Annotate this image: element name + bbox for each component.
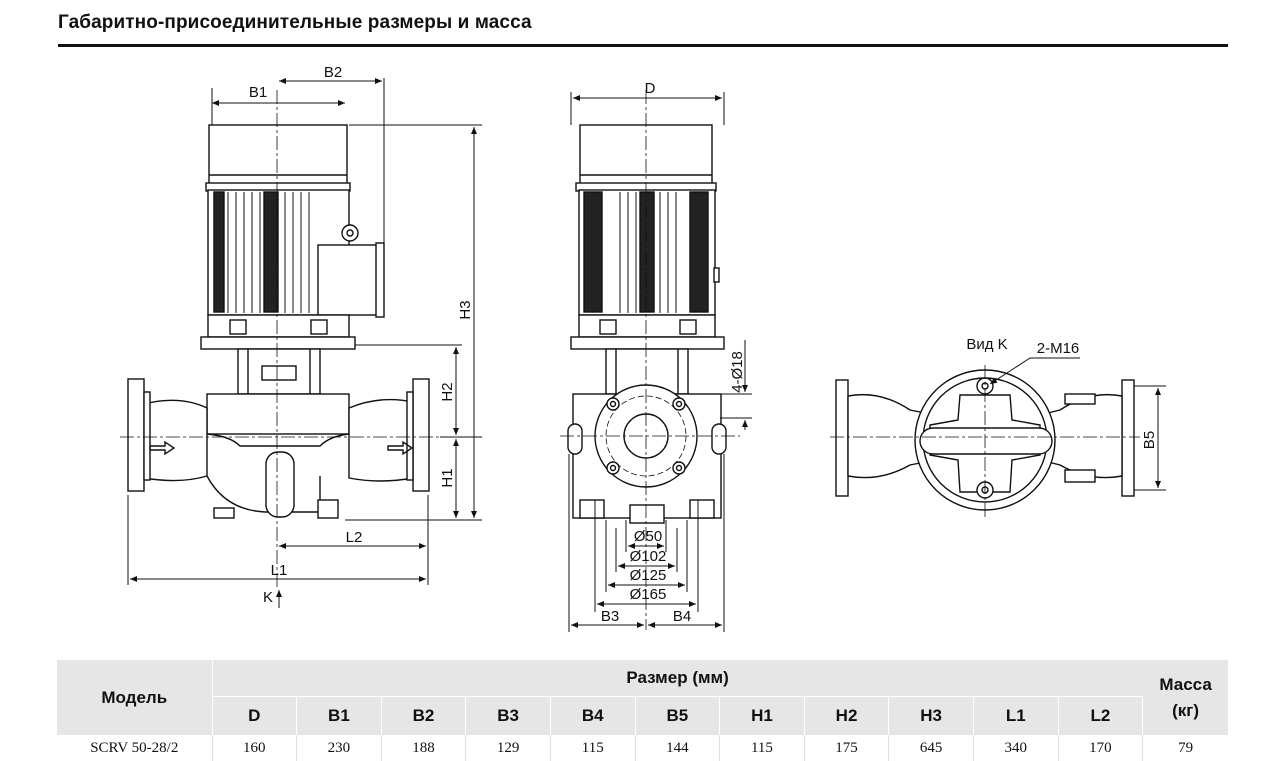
cell-b2: 188 (381, 735, 467, 761)
dim-label-d50: Ø50 (634, 528, 662, 545)
mass-header-line1: Масса (1159, 674, 1212, 694)
cell-b5: 144 (635, 735, 721, 761)
view-k-title: Вид K (966, 336, 1007, 353)
cell-l2: 170 (1058, 735, 1144, 761)
side-view-drawing (120, 90, 440, 590)
cell-h3: 645 (888, 735, 974, 761)
column-header-b1: B1 (296, 696, 382, 735)
model-header: Модель (57, 660, 213, 735)
cell-mass: 79 (1142, 735, 1228, 761)
cell-h2: 175 (804, 735, 890, 761)
column-header-l2: L2 (1058, 696, 1144, 735)
column-header-b5: B5 (635, 696, 721, 735)
cell-l1: 340 (973, 735, 1059, 761)
cell-b4: 115 (550, 735, 636, 761)
dim-label-b2: B2 (324, 64, 342, 81)
title-underline (58, 44, 1228, 47)
dimensions-table: Модель Размер (мм) Масса (кг) D B1 B2 B3… (57, 660, 1228, 761)
mass-header: Масса (кг) (1142, 660, 1228, 735)
page-title: Габаритно-присоединительные размеры и ма… (58, 12, 532, 33)
dim-label-d125: Ø125 (630, 567, 667, 584)
view-marker-k: K (263, 589, 273, 606)
size-header: Размер (мм) (212, 660, 1143, 697)
dim-label-l2: L2 (346, 529, 363, 546)
dim-label-l1: L1 (271, 562, 288, 579)
cell-h1: 115 (719, 735, 805, 761)
column-header-d: D (212, 696, 298, 735)
cell-d: 160 (212, 735, 298, 761)
table-row: SCRV 50-28/2 160 230 188 129 115 144 115… (57, 735, 1228, 761)
dim-label-h3: H3 (457, 300, 474, 319)
column-header-b3: B3 (465, 696, 551, 735)
dim-label-b5: B5 (1141, 431, 1158, 449)
dim-label-b4: B4 (673, 608, 691, 625)
view-k-drawing (830, 365, 1140, 518)
dim-label-holes: 4-Ø18 (729, 351, 746, 393)
dim-label-m16: 2-M16 (1037, 340, 1080, 357)
dim-label-h1: H1 (439, 468, 456, 487)
column-header-b2: B2 (381, 696, 467, 735)
front-view-drawing (560, 90, 740, 630)
technical-drawings: B1 B2 H3 H2 H1 L2 L1 K (120, 64, 1166, 632)
dim-label-d102: Ø102 (630, 548, 667, 565)
column-header-b4: B4 (550, 696, 636, 735)
dim-label-d165: Ø165 (630, 586, 667, 603)
dim-label-d: D (645, 80, 656, 97)
column-header-l1: L1 (973, 696, 1059, 735)
dim-label-b1: B1 (249, 84, 267, 101)
column-header-h3: H3 (888, 696, 974, 735)
cell-b3: 129 (465, 735, 551, 761)
mass-header-line2: (кг) (1172, 700, 1200, 720)
cell-model: SCRV 50-28/2 (57, 735, 213, 761)
dim-label-b3: B3 (601, 608, 619, 625)
column-header-h2: H2 (804, 696, 890, 735)
dim-label-h2: H2 (439, 382, 456, 401)
column-header-h1: H1 (719, 696, 805, 735)
cell-b1: 230 (296, 735, 382, 761)
